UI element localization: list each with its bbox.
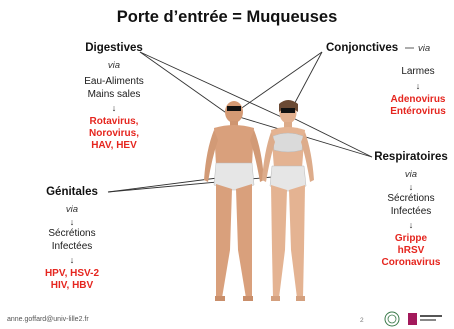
digestives-via: via: [62, 60, 166, 73]
digestives-source-line-2: Mains sales: [62, 89, 166, 102]
university-seal-icon: [384, 311, 400, 327]
digestives-virus-2: Norovirus,: [62, 128, 166, 140]
conjonctives-block: Larmes ↓ Adenovirus Entérovirus: [378, 66, 454, 118]
footer-email: anne.goffard@univ-lille2.fr: [7, 316, 89, 323]
conjonctives-virus-1: Adenovirus: [378, 94, 454, 106]
genitales-source-line-1: Sécrétions: [30, 228, 114, 241]
genitales-virus-1: HPV, HSV-2: [30, 268, 114, 280]
respiratoires-virus-2: hRSV: [368, 245, 454, 257]
digestives-source-line-1: Eau-Aliments: [62, 76, 166, 89]
respiratoires-arrow-2: ↓: [368, 220, 454, 230]
respiratoires-arrow-1: ↓: [368, 182, 454, 192]
digestives-arrow: ↓: [62, 103, 166, 113]
footer-page-number: 2: [360, 317, 364, 324]
genitales-block: Génitales via ↓ Sécrétions Infectées ↓ H…: [30, 186, 114, 292]
genitales-virus-2: HIV, HBV: [30, 280, 114, 292]
conjonctives-via: via: [418, 43, 430, 54]
respiratoires-via: via: [368, 169, 454, 182]
respiratoires-block: Respiratoires via ↓ Sécrétions Infectées…: [368, 151, 454, 269]
conjonctives-heading: Conjonctives: [326, 42, 398, 54]
respiratoires-heading: Respiratoires: [368, 151, 454, 164]
line-genitales-female: [108, 176, 283, 192]
genitales-arrow-1: ↓: [30, 217, 114, 227]
digestives-virus-1: Rotavirus,: [62, 116, 166, 128]
digestives-block: Digestives via Eau-Aliments Mains sales …: [62, 42, 166, 152]
respiratoires-source-line-2: Infectées: [368, 206, 454, 219]
genitales-via: via: [30, 204, 114, 217]
conjonctives-virus-2: Entérovirus: [378, 106, 454, 118]
genitales-heading: Génitales: [30, 186, 114, 199]
male-figure: [204, 101, 264, 301]
genitales-arrow-2: ↓: [30, 255, 114, 265]
respiratoires-source-line-1: Sécrétions: [368, 193, 454, 206]
respiratoires-virus-1: Grippe: [368, 233, 454, 245]
respiratoires-virus-3: Coronavirus: [368, 257, 454, 269]
female-figure: [262, 100, 314, 301]
conjonctives-arrow: ↓: [378, 81, 454, 91]
digestives-heading: Digestives: [62, 42, 166, 55]
universite-de-lille-logo-icon: [408, 312, 448, 326]
conjonctives-source: Larmes: [378, 66, 454, 79]
genitales-source-line-2: Infectées: [30, 241, 114, 254]
line-conjonctives-male: [236, 52, 322, 112]
digestives-virus-3: HAV, HEV: [62, 140, 166, 152]
